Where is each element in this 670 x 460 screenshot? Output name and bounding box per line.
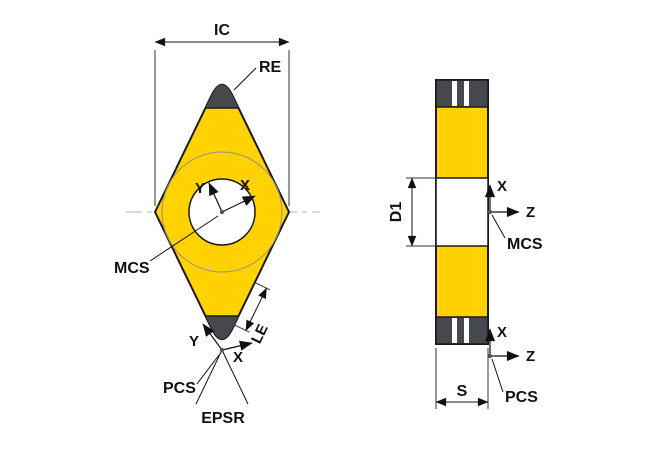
pcs-y-axis-label: Y [189,333,199,350]
pcs-x-axis-label: X [233,349,243,366]
top-tip-side [435,79,489,108]
le-extension-line-upper [254,282,271,291]
ic-label: IC [214,22,230,39]
pcs-leader-line-front [196,354,220,385]
hole-band-side [435,177,489,247]
side-pcs-x-axis-label: X [497,324,507,341]
pcs-origin-dot-front [219,347,225,353]
re-leader-line [233,67,257,91]
epsr-angle-line-left [195,349,223,405]
le-dimension-line [245,287,267,331]
bottom-tip-side [435,316,489,345]
mcs-label-front: MCS [114,260,150,277]
mcs-x-axis-label: X [240,177,250,194]
top-tip-slit-2 [464,81,469,106]
pcs-x-axis-arrow [221,340,253,351]
side-mcs-label: MCS [507,236,543,253]
bottom-tip-slit-1 [452,318,457,343]
top-tip-slit-1 [452,81,457,106]
side-mcs-z-axis-label: Z [526,204,535,221]
mcs-y-axis-label: Y [195,180,205,197]
side-pcs-label: PCS [505,389,538,406]
mcs-origin-dot [219,209,225,215]
tip-slits [452,81,469,343]
d1-label: D1 [388,202,405,223]
top-nose-tip [196,84,248,108]
epsr-label: EPSR [201,410,245,427]
pcs-y-axis-arrow [202,323,223,351]
front-view: IC Y X MCS RE Y X PC [114,22,320,427]
s-label: S [457,383,468,400]
side-view: D1 X Z MCS X Z PCS S [388,79,543,409]
le-label: LE [248,322,272,347]
side-pcs-origin-dot [487,353,493,359]
re-label: RE [259,59,282,76]
bottom-tip-slit-2 [464,318,469,343]
side-mcs-origin-dot [487,209,493,215]
inscribed-circle [161,151,283,273]
side-mcs-leader-line [491,214,506,239]
side-pcs-z-axis-label: Z [526,348,535,365]
mcs-leader-line [149,215,219,262]
pcs-label-front: PCS [163,380,196,397]
mcs-y-axis-arrow [208,182,223,213]
mcs-x-axis-arrow [221,195,256,213]
side-pcs-leader-line [491,358,504,393]
epsr-angle-line-right [221,349,249,405]
side-mcs-x-axis-label: X [497,178,507,195]
